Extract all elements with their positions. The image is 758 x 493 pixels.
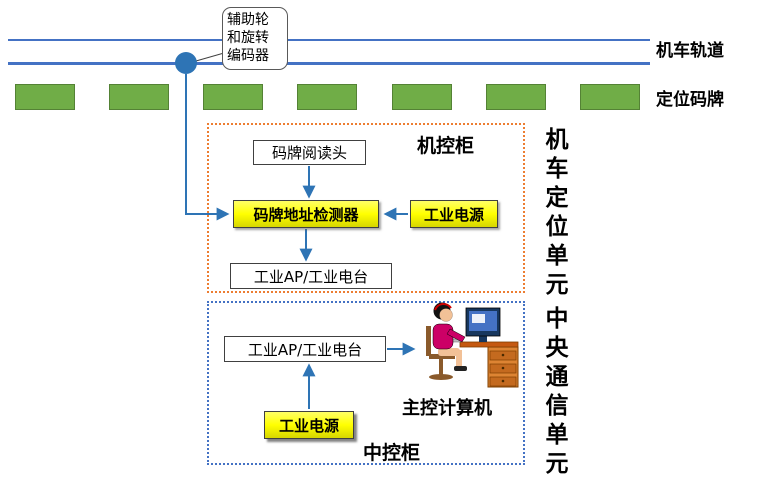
central-cabinet-title: 中控柜 bbox=[363, 442, 421, 464]
computer-monitor-icon bbox=[449, 307, 501, 343]
code-plate bbox=[15, 84, 75, 110]
desk-icon bbox=[459, 341, 519, 388]
code-plate bbox=[391, 84, 452, 110]
plate-reader-box: 码牌阅读头 bbox=[253, 140, 366, 165]
machine-cabinet-title: 机控柜 bbox=[417, 135, 475, 157]
callout-leader-line bbox=[195, 52, 225, 62]
encoder-wheel-icon bbox=[175, 52, 197, 74]
communication-unit-label: 中央通信单元 bbox=[541, 306, 567, 480]
code-plate bbox=[485, 84, 546, 110]
code-plate bbox=[579, 84, 640, 110]
main-computer-label: 主控计算机 bbox=[402, 398, 492, 419]
industrial-power-box-top: 工业电源 bbox=[410, 200, 498, 228]
code-plate bbox=[297, 84, 358, 110]
industrial-ap-box-top: 工业AP/工业电台 bbox=[230, 263, 392, 289]
encoder-callout: 辅助轮 和旋转 编码器 bbox=[222, 7, 288, 70]
plates-row bbox=[15, 84, 640, 110]
plates-label: 定位码牌 bbox=[656, 90, 724, 110]
industrial-ap-box-bottom: 工业AP/工业电台 bbox=[224, 336, 386, 362]
operator-at-computer-clipart bbox=[426, 302, 519, 388]
track-line-bottom bbox=[8, 62, 650, 65]
code-plate bbox=[203, 84, 264, 110]
industrial-power-box-bottom: 工业电源 bbox=[264, 411, 354, 439]
track-label: 机车轨道 bbox=[656, 41, 724, 61]
plate-address-detector-box: 码牌地址检测器 bbox=[233, 200, 379, 228]
track-line-top bbox=[8, 39, 650, 41]
operator-icon bbox=[426, 302, 467, 380]
code-plate bbox=[109, 84, 170, 110]
positioning-unit-label: 机车定位单元 bbox=[541, 127, 567, 301]
central-control-cabinet bbox=[207, 301, 525, 465]
